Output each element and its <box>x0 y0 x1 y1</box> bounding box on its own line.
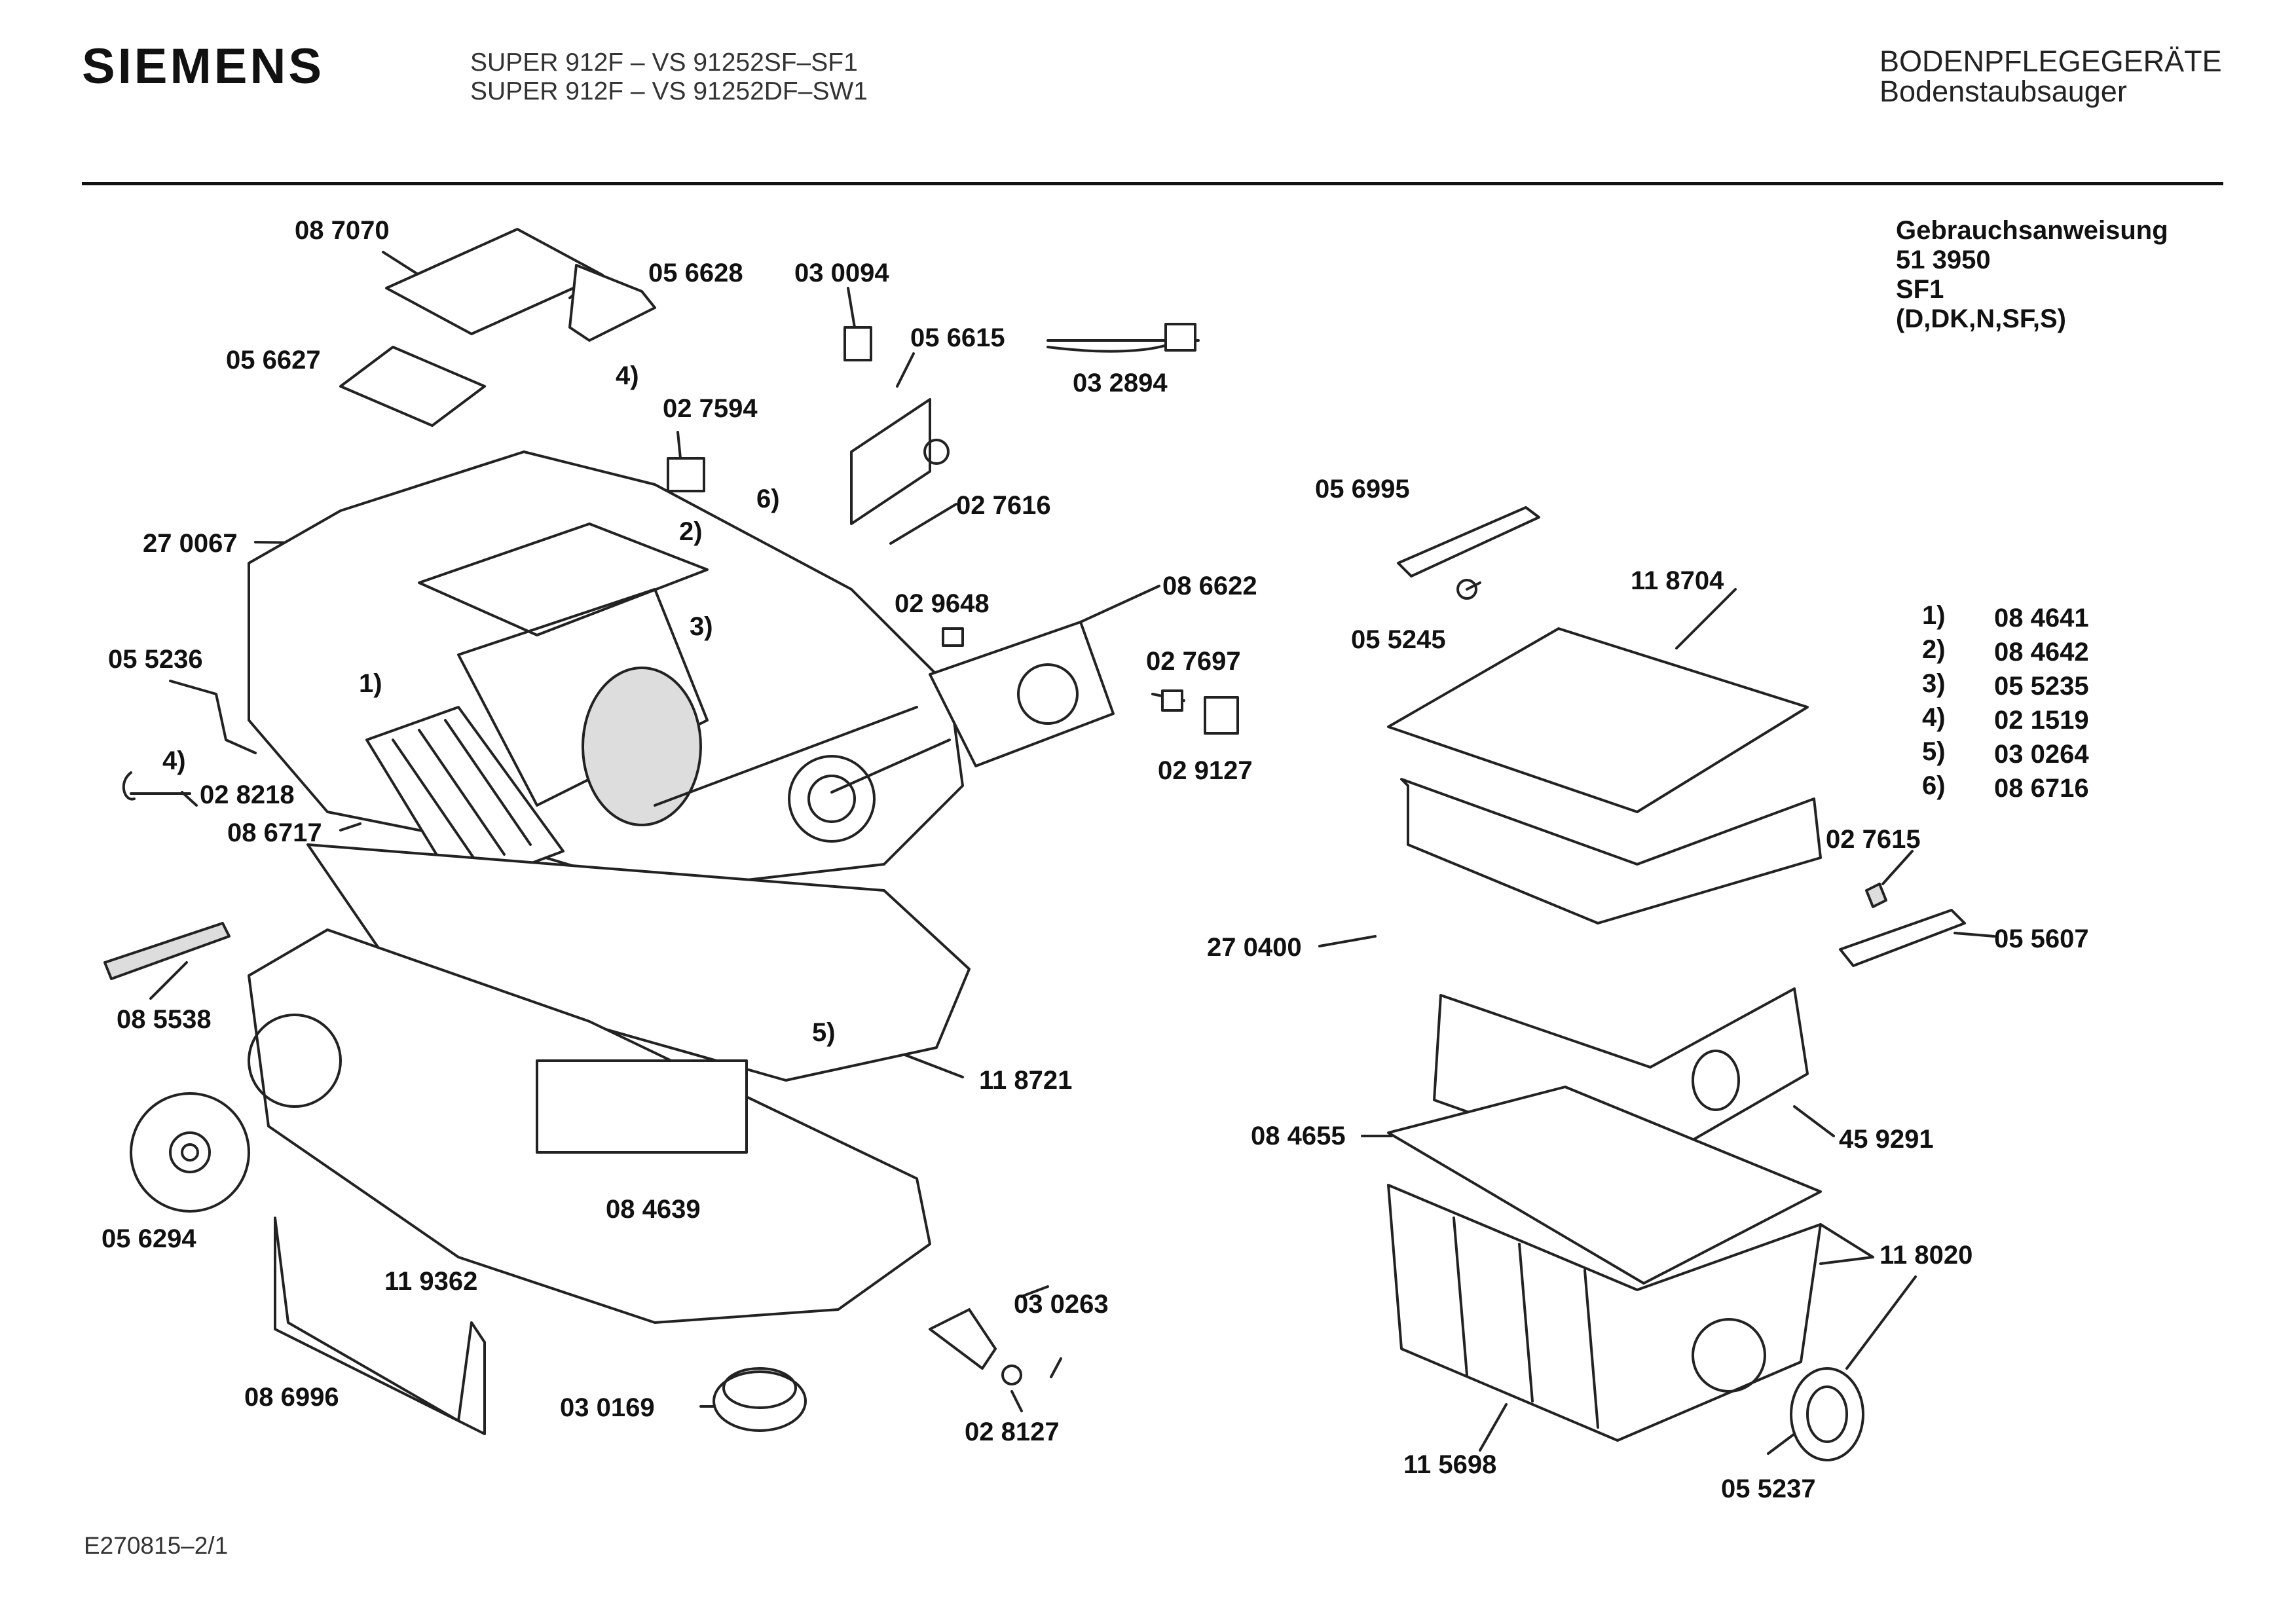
part-label-030094: 03 0094 <box>794 259 889 287</box>
legend-part-5: 03 0264 <box>1994 740 2089 769</box>
part-label-055237: 05 5237 <box>1721 1475 1816 1503</box>
ring-part <box>713 1367 807 1432</box>
part-label-029648: 02 9648 <box>895 589 990 618</box>
clip-part <box>929 1308 997 1370</box>
part-label-087070: 08 7070 <box>295 216 390 245</box>
hook-part <box>122 771 136 801</box>
part-label-029127: 02 9127 <box>1158 756 1253 785</box>
part-label-028127: 02 8127 <box>965 1418 1060 1446</box>
bottom-container <box>1387 1184 1822 1442</box>
switch-part <box>667 457 705 492</box>
part-label-056615: 05 6615 <box>910 323 1005 352</box>
part-label-115698: 11 5698 <box>1403 1450 1497 1479</box>
part-label-056628: 05 6628 <box>648 259 743 287</box>
control-panel <box>929 621 1115 767</box>
top-lid-right <box>1387 627 1822 925</box>
legend-part-3: 05 5235 <box>1994 672 2089 701</box>
knob-part <box>1161 689 1183 712</box>
part-label-030263: 03 0263 <box>1014 1290 1109 1319</box>
part-label-459291: 45 9291 <box>1839 1125 1934 1154</box>
part-label-027615: 02 7615 <box>1826 825 1921 854</box>
part-label-270067: 27 0067 <box>143 529 238 558</box>
part-label-030169: 03 0169 <box>560 1393 655 1422</box>
legend-part-4: 02 1519 <box>1994 706 2089 735</box>
wheel-right <box>1790 1367 1864 1461</box>
manual-number: 51 3950 <box>1896 246 1991 274</box>
carry-handle-part <box>1397 506 1540 600</box>
handle-part <box>169 680 257 754</box>
part-label-055607: 05 5607 <box>1994 925 2089 953</box>
part-label-085538: 08 5538 <box>117 1005 212 1034</box>
part-label-118704: 11 8704 <box>1631 566 1724 595</box>
part-label-118020: 11 8020 <box>1879 1241 1973 1270</box>
part-label-056995: 05 6995 <box>1315 475 1410 504</box>
brand-logo: SIEMENS <box>82 39 325 94</box>
model-line-1: SUPER 912F – VS 91252SF–SF1 <box>470 48 858 77</box>
manual-variant: SF1 <box>1896 275 1944 304</box>
part-label-086622: 08 6622 <box>1162 572 1257 600</box>
drawing-code: E270815–2/1 <box>84 1532 229 1559</box>
legend-key-3: 3) <box>1922 669 1946 698</box>
part-label-119362: 11 9362 <box>384 1267 478 1296</box>
filter-grille <box>365 706 565 892</box>
marker-4b: 4) <box>162 746 186 775</box>
legend-key-2: 2) <box>1922 635 1946 664</box>
part-label-027594: 02 7594 <box>663 394 758 423</box>
header-divider <box>82 182 2223 185</box>
legend-part-6: 08 6716 <box>1994 774 2089 803</box>
latch-part <box>1865 883 1887 908</box>
marker-6: 6) <box>756 485 780 513</box>
legend-key-1: 1) <box>1922 601 1946 630</box>
part-label-084655: 08 4655 <box>1251 1122 1346 1150</box>
part-label-056627: 05 6627 <box>226 346 321 375</box>
cable-holder-part <box>1204 696 1239 735</box>
part-label-086717: 08 6717 <box>227 818 322 847</box>
marker-4a: 4) <box>616 361 639 390</box>
part-label-028218: 02 8218 <box>200 780 295 809</box>
model-line-2: SUPER 912F – VS 91252DF–SW1 <box>470 77 868 105</box>
manual-languages: (D,DK,N,SF,S) <box>1896 304 2066 333</box>
part-label-032894: 03 2894 <box>1073 369 1168 397</box>
bracket-part <box>274 1217 486 1435</box>
gasket-frame <box>1387 1086 1822 1285</box>
manual-title: Gebrauchsanweisung <box>1896 216 2168 245</box>
legend-key-6: 6) <box>1922 771 1946 800</box>
legend-key-4: 4) <box>1922 703 1946 732</box>
button-part <box>942 627 964 647</box>
legend-part-2: 08 4642 <box>1994 638 2089 667</box>
spring-part <box>1001 1365 1022 1385</box>
wheel-left <box>130 1092 250 1213</box>
category-title: BODENPFLEGEGERÄTE <box>1879 45 2222 78</box>
legend-key-5: 5) <box>1922 737 1946 766</box>
part-label-056294: 05 6294 <box>102 1224 196 1253</box>
part-label-055245: 05 5245 <box>1351 625 1446 654</box>
part-label-027616: 02 7616 <box>956 491 1051 520</box>
part-label-084639: 08 4639 <box>606 1195 701 1224</box>
part-label-270400: 27 0400 <box>1207 933 1302 962</box>
base-housing <box>248 928 931 1324</box>
part-label-055236: 05 5236 <box>108 645 203 674</box>
part-label-027697: 02 7697 <box>1146 647 1241 676</box>
strip-part <box>103 922 231 980</box>
marker-1: 1) <box>359 669 382 698</box>
marker-3: 3) <box>690 612 713 641</box>
pcb-board <box>843 323 1196 525</box>
filter-cover-lid <box>339 228 656 427</box>
part-label-086996: 08 6996 <box>244 1383 339 1412</box>
marker-5: 5) <box>812 1018 836 1047</box>
part-label-118721: 11 8721 <box>979 1066 1073 1095</box>
marker-2: 2) <box>679 517 703 546</box>
legend-part-1: 08 4641 <box>1994 604 2089 632</box>
subcategory-title: Bodenstaubsauger <box>1879 75 2127 108</box>
strip-right <box>1839 909 1966 967</box>
